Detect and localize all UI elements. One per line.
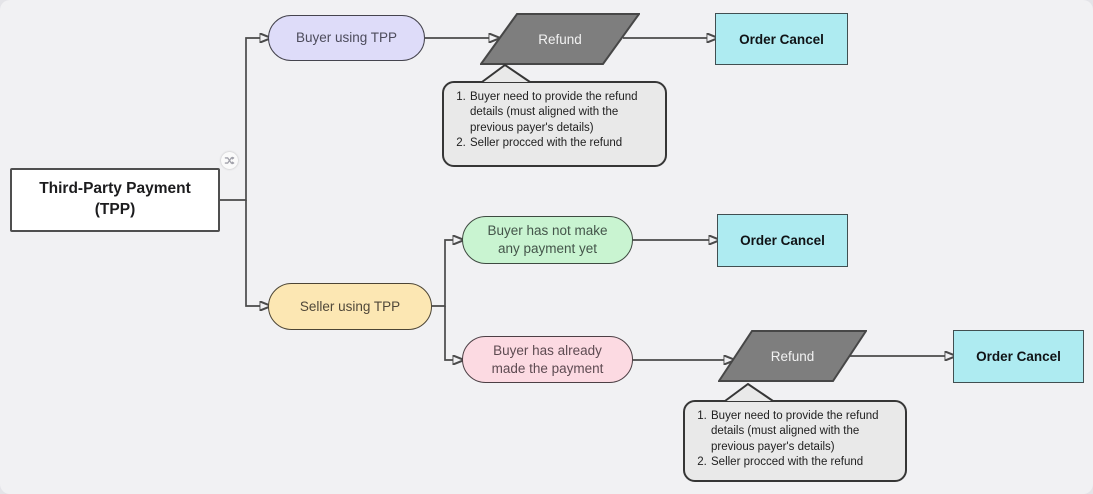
node-label: Third-Party Payment (TPP)	[39, 180, 191, 218]
note-item: Seller procced with the refund	[710, 455, 897, 470]
note-item: Seller procced with the refund	[469, 136, 657, 151]
note-item: Buyer need to provide the refund details…	[469, 90, 657, 136]
node-label: Buyer has already made the payment	[491, 342, 604, 376]
note-refund-steps-seller[interactable]: Buyer need to provide the refund details…	[683, 400, 907, 482]
node-label: Buyer using TPP	[295, 30, 398, 46]
note-item: Buyer need to provide the refund details…	[710, 409, 897, 455]
node-refund-seller[interactable]: Refund	[718, 330, 867, 382]
node-label: Order Cancel	[740, 233, 825, 248]
node-buyer-no-payment[interactable]: Buyer has not make any payment yet	[462, 216, 633, 264]
node-label: Order Cancel	[976, 349, 1061, 364]
node-label: Refund	[770, 348, 815, 364]
node-label: Seller using TPP	[299, 298, 401, 314]
parallelogram-shape	[480, 13, 640, 65]
shuffle-icon[interactable]	[221, 152, 238, 169]
node-order-cancel-buyer[interactable]: Order Cancel	[715, 13, 848, 65]
shuffle-icon-glyph	[224, 156, 235, 165]
node-label: Order Cancel	[739, 31, 824, 47]
note-list: Buyer need to provide the refund details…	[450, 90, 657, 151]
node-order-cancel-no-payment[interactable]: Order Cancel	[717, 214, 848, 267]
node-refund-buyer[interactable]: Refund	[480, 13, 640, 65]
node-order-cancel-paid[interactable]: Order Cancel	[953, 330, 1084, 383]
node-third-party-payment[interactable]: Third-Party Payment (TPP)	[10, 168, 220, 232]
note-refund-steps-buyer[interactable]: Buyer need to provide the refund details…	[442, 81, 667, 167]
note-tail	[724, 383, 774, 402]
node-buyer-already-paid[interactable]: Buyer has already made the payment	[462, 336, 633, 383]
node-label: Buyer has not make any payment yet	[487, 223, 608, 256]
node-label: Refund	[538, 31, 582, 47]
note-list: Buyer need to provide the refund details…	[691, 409, 897, 470]
node-buyer-using-tpp[interactable]: Buyer using TPP	[268, 15, 425, 61]
node-seller-using-tpp[interactable]: Seller using TPP	[268, 283, 432, 330]
note-tail	[481, 64, 531, 83]
